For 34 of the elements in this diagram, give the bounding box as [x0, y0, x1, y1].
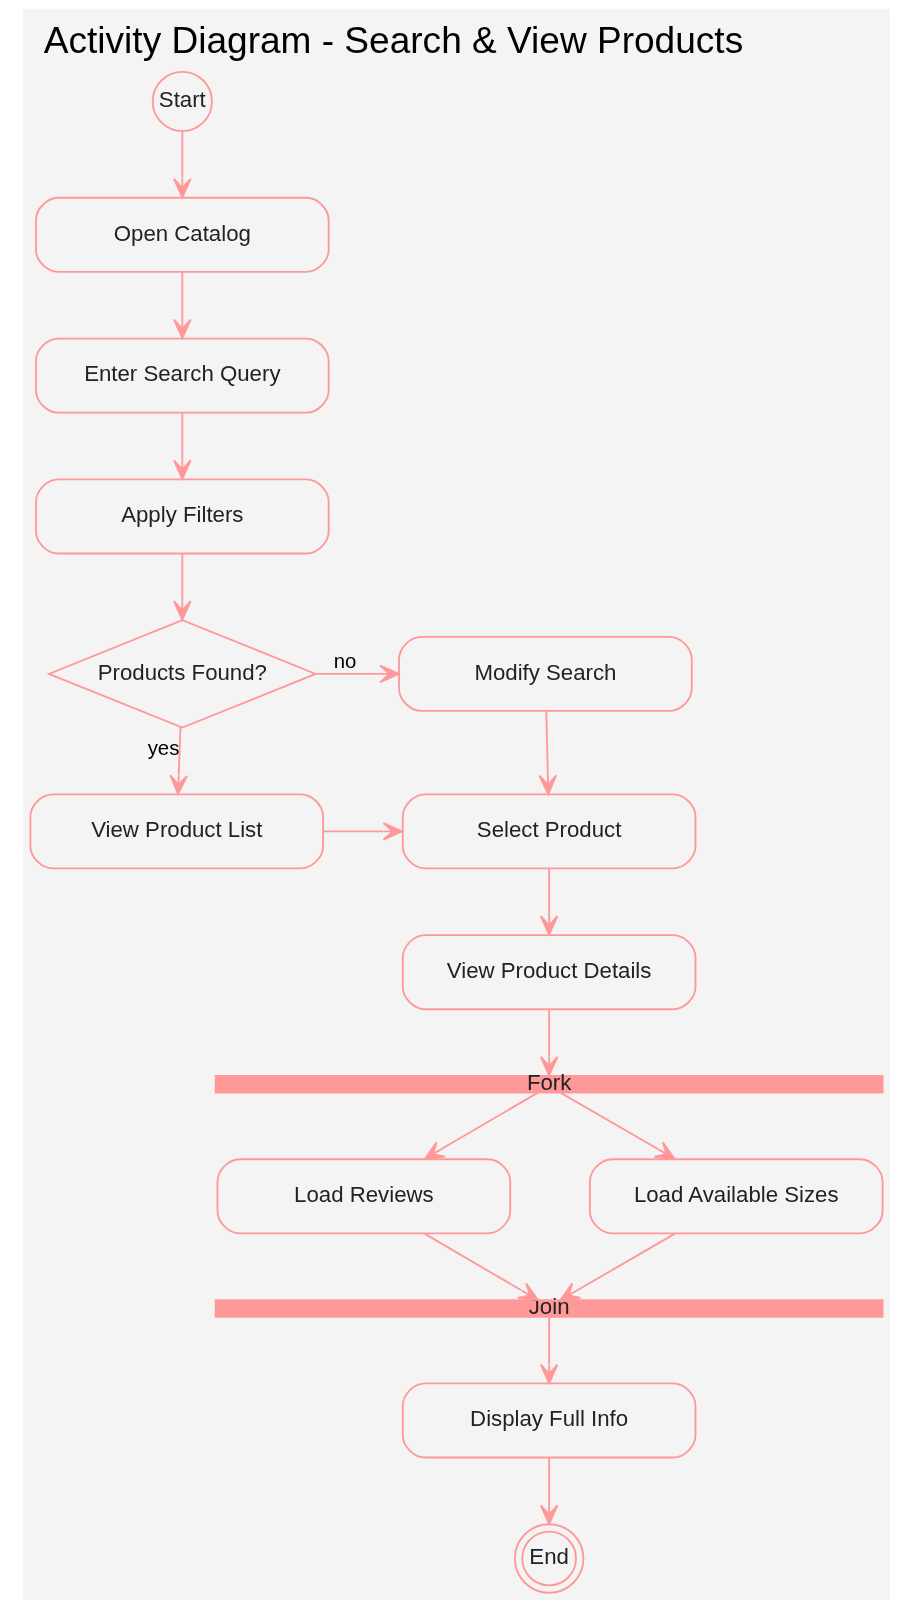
edge-label: yes: [147, 736, 179, 759]
node-box: Load Reviews: [216, 1158, 511, 1235]
edge-label: no: [333, 649, 356, 672]
node-box: Open Catalog: [34, 196, 330, 273]
node-circle: End: [513, 1523, 584, 1594]
node-box: View Product List: [29, 793, 324, 870]
node-diamond: Products Found?: [45, 619, 318, 729]
node-box: Fork: [214, 1074, 883, 1094]
node-box: Apply Filters: [34, 478, 330, 555]
node-box: Enter Search Query: [34, 337, 330, 414]
arrow: [314, 664, 400, 684]
arrow: [423, 1091, 538, 1160]
arrow: [168, 726, 188, 795]
arrow: [172, 411, 192, 480]
arrow: [559, 1091, 676, 1160]
node-box: Modify Search: [397, 635, 693, 712]
node-box: View Product Details: [401, 934, 696, 1011]
arrow: [539, 867, 558, 936]
arrow: [539, 1316, 558, 1385]
arrow: [539, 1008, 558, 1077]
arrow: [423, 1232, 539, 1301]
arrow: [538, 710, 557, 795]
arrow: [559, 1232, 676, 1301]
arrow: [172, 271, 192, 340]
arrow: [539, 1456, 558, 1525]
diagram-title: Activity Diagram - Search & View Products: [43, 19, 743, 62]
node-box: Display Full Info: [401, 1382, 696, 1459]
arrow: [172, 553, 192, 621]
node-box: Join: [214, 1299, 883, 1318]
node-circle: Start: [151, 70, 213, 132]
node-box: Load Available Sizes: [588, 1158, 883, 1235]
arrow: [172, 130, 192, 199]
node-box: Select Product: [401, 793, 696, 870]
arrow: [322, 822, 403, 841]
